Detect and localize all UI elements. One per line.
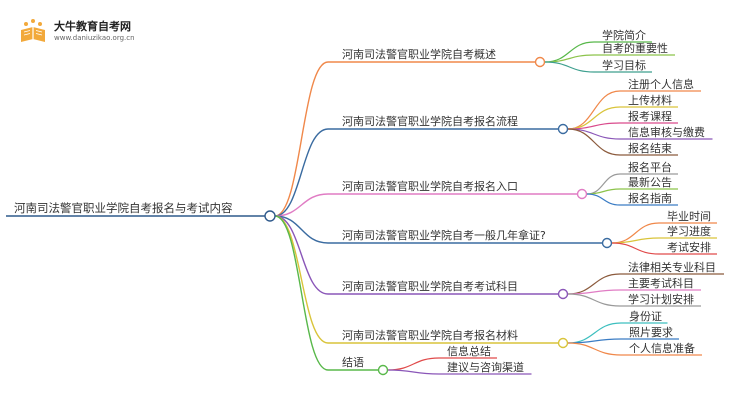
branch-node[interactable] <box>576 188 588 200</box>
branch-connector <box>274 215 329 371</box>
leaf-label[interactable]: 信息总结 <box>447 344 491 358</box>
leaf-connector <box>387 369 440 375</box>
leaf-connector <box>586 188 621 195</box>
leaf-label[interactable]: 信息审核与缴费 <box>628 125 705 139</box>
logo-title: 大牛教育自考网 <box>54 20 131 33</box>
branch-label[interactable]: 结语 <box>342 356 364 369</box>
leaf-connector <box>567 342 622 356</box>
branch-label[interactable]: 河南司法警官职业学院自考报名流程 <box>342 114 518 128</box>
branch-connector <box>274 193 329 217</box>
root-label[interactable]: 河南司法警官职业学院自考报名与考试内容 <box>14 201 233 215</box>
leaf-label[interactable]: 学习计划安排 <box>628 292 694 306</box>
branch-connector <box>274 128 329 217</box>
logo-url: www.daniuzikao.org.cn <box>54 34 135 42</box>
leaf-connector <box>567 273 621 295</box>
leaf-label[interactable]: 学习进度 <box>667 224 711 238</box>
leaf-connector <box>586 193 621 206</box>
leaf-label[interactable]: 注册个人信息 <box>628 77 694 91</box>
branch-connector <box>274 215 329 344</box>
leaf-connector <box>544 61 595 73</box>
root-node[interactable] <box>264 210 276 222</box>
branch-label[interactable]: 河南司法警官职业学院自考报名入口 <box>342 179 518 193</box>
leaf-connector <box>567 289 621 295</box>
branch-node[interactable] <box>601 237 613 249</box>
leaf-connector <box>567 293 621 307</box>
leaf-label[interactable]: 学院简介 <box>602 28 646 42</box>
branch-node[interactable] <box>557 337 569 349</box>
branch-node[interactable] <box>557 123 569 135</box>
branch-connector <box>274 215 329 244</box>
leaf-label[interactable]: 上传材料 <box>628 93 672 107</box>
leaf-label[interactable]: 报名指南 <box>628 191 672 205</box>
leaf-label[interactable]: 报名平台 <box>628 160 672 174</box>
leaf-label[interactable]: 个人信息准备 <box>629 341 695 355</box>
leaf-label[interactable]: 法律相关专业科目 <box>628 260 716 274</box>
leaf-label[interactable]: 考试安排 <box>667 240 711 254</box>
leaf-label[interactable]: 报考课程 <box>628 109 672 123</box>
leaf-label[interactable]: 主要考试科目 <box>628 276 694 290</box>
branch-label[interactable]: 河南司法警官职业学院自考概述 <box>342 47 496 61</box>
leaf-label[interactable]: 建议与咨询渠道 <box>447 360 524 374</box>
leaf-label[interactable]: 学习目标 <box>602 58 646 72</box>
branch-label[interactable]: 河南司法警官职业学院自考考试科目 <box>342 279 518 293</box>
leaf-connector <box>567 128 621 156</box>
branch-connector <box>274 61 329 217</box>
site-logo[interactable]: 大牛教育自考网 www.daniuzikao.org.cn <box>14 16 154 48</box>
leaf-label[interactable]: 自考的重要性 <box>602 41 668 55</box>
branch-node[interactable] <box>557 288 569 300</box>
leaf-connector <box>611 237 660 244</box>
branch-node[interactable] <box>534 56 546 68</box>
leaf-connector <box>611 242 660 255</box>
leaf-label[interactable]: 报名结束 <box>628 141 672 155</box>
branch-label[interactable]: 河南司法警官职业学院自考报名材料 <box>342 328 518 342</box>
branch-label[interactable]: 河南司法警官职业学院自考一般几年拿证? <box>342 228 546 242</box>
book-logo-icon <box>21 19 45 42</box>
leaf-connector <box>567 338 622 344</box>
leaf-label[interactable]: 最新公告 <box>628 175 672 189</box>
branch-node[interactable] <box>377 364 389 376</box>
leaf-label[interactable]: 身份证 <box>629 309 662 323</box>
leaf-connector <box>387 357 440 371</box>
branch-connector <box>274 215 329 295</box>
leaf-label[interactable]: 毕业时间 <box>667 210 711 223</box>
leaf-connector <box>567 322 622 344</box>
leaf-label[interactable]: 照片要求 <box>629 326 673 339</box>
